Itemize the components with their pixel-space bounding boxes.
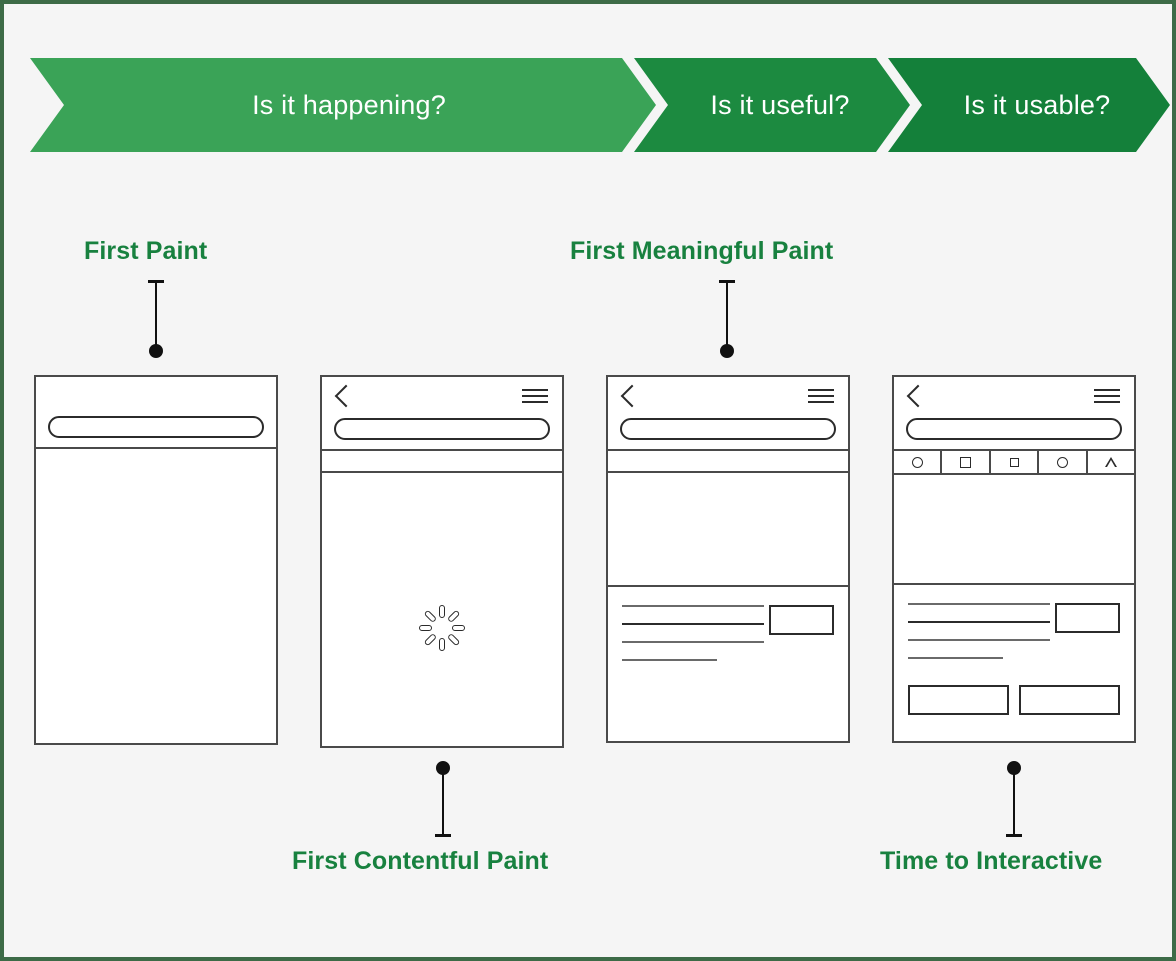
pointer-first-paint bbox=[147, 280, 165, 358]
pointer-cap bbox=[435, 834, 451, 837]
first-meaningful-paint-frame bbox=[606, 375, 850, 743]
time-to-interactive-frame bbox=[892, 375, 1136, 743]
page-viewport bbox=[322, 473, 562, 746]
secondary-strip bbox=[322, 451, 562, 473]
content-section bbox=[608, 587, 848, 661]
phase-segment-label: Is it usable? bbox=[963, 89, 1111, 120]
hero-section bbox=[894, 475, 1134, 585]
metric-label-time-to-interactive: Time to Interactive bbox=[880, 847, 1103, 875]
text-line bbox=[622, 659, 718, 661]
text-line bbox=[622, 641, 765, 643]
phase-segment-label: Is it happening? bbox=[252, 89, 446, 120]
text-line bbox=[908, 603, 1051, 605]
browser-header bbox=[36, 377, 276, 449]
text-line bbox=[908, 639, 1051, 641]
metric-label-first-paint: First Paint bbox=[84, 237, 208, 265]
pointer-stem bbox=[442, 767, 444, 837]
browser-header bbox=[608, 377, 848, 451]
pointer-time-to-interactive bbox=[1005, 761, 1023, 837]
loading-spinner-icon bbox=[419, 605, 465, 651]
back-chevron-icon[interactable] bbox=[334, 384, 358, 408]
url-bar-pill[interactable] bbox=[48, 416, 264, 438]
thumbnail-box bbox=[769, 605, 834, 635]
tab-item-circle-2[interactable] bbox=[1039, 451, 1088, 473]
browser-header bbox=[894, 377, 1134, 451]
url-bar-pill[interactable] bbox=[906, 418, 1122, 440]
pointer-first-contentful-paint bbox=[434, 761, 452, 837]
triangle-icon bbox=[1104, 457, 1117, 467]
action-button-row bbox=[894, 675, 1134, 715]
secondary-strip bbox=[608, 451, 848, 473]
small-square-icon bbox=[1009, 457, 1019, 467]
content-section bbox=[894, 585, 1134, 659]
hamburger-menu-icon[interactable] bbox=[1094, 389, 1120, 405]
secondary-action-button[interactable] bbox=[1019, 685, 1120, 715]
tab-item-circle[interactable] bbox=[894, 451, 943, 473]
tab-strip bbox=[894, 451, 1134, 475]
pointer-stem bbox=[726, 280, 728, 352]
phase-segment-is-it-happening[interactable]: Is it happening? bbox=[30, 58, 656, 152]
metric-label-first-contentful-paint: First Contentful Paint bbox=[292, 847, 549, 875]
square-icon bbox=[960, 456, 972, 468]
url-bar-pill[interactable] bbox=[620, 418, 836, 440]
hamburger-menu-icon[interactable] bbox=[522, 389, 548, 405]
pointer-stem bbox=[155, 280, 157, 352]
text-line bbox=[622, 623, 765, 625]
first-contentful-paint-frame bbox=[320, 375, 564, 748]
text-line bbox=[908, 621, 1051, 623]
pointer-stem bbox=[1013, 767, 1015, 837]
pointer-dot bbox=[149, 344, 163, 358]
url-bar-pill[interactable] bbox=[334, 418, 550, 440]
circle-icon bbox=[911, 456, 923, 468]
phase-segment-label: Is it useful? bbox=[710, 89, 850, 120]
hero-section bbox=[608, 473, 848, 587]
pointer-dot bbox=[720, 344, 734, 358]
first-paint-frame bbox=[34, 375, 278, 745]
phase-segment-is-it-usable[interactable]: Is it usable? bbox=[888, 58, 1170, 152]
back-chevron-icon[interactable] bbox=[620, 384, 644, 408]
phase-banner: Is it happening? Is it useful? Is it usa… bbox=[30, 58, 1170, 152]
circle-icon bbox=[1056, 456, 1068, 468]
text-line bbox=[908, 657, 1004, 659]
tab-item-square[interactable] bbox=[942, 451, 991, 473]
back-chevron-icon[interactable] bbox=[906, 384, 930, 408]
hamburger-menu-icon[interactable] bbox=[808, 389, 834, 405]
pointer-cap bbox=[1006, 834, 1022, 837]
tab-item-small-square[interactable] bbox=[991, 451, 1040, 473]
metric-label-first-meaningful-paint: First Meaningful Paint bbox=[570, 237, 834, 265]
pointer-first-meaningful-paint bbox=[718, 280, 736, 358]
phase-segment-is-it-useful[interactable]: Is it useful? bbox=[634, 58, 910, 152]
tab-item-triangle[interactable] bbox=[1088, 451, 1134, 473]
text-line bbox=[622, 605, 765, 607]
thumbnail-box bbox=[1055, 603, 1120, 633]
browser-header bbox=[322, 377, 562, 451]
primary-action-button[interactable] bbox=[908, 685, 1009, 715]
